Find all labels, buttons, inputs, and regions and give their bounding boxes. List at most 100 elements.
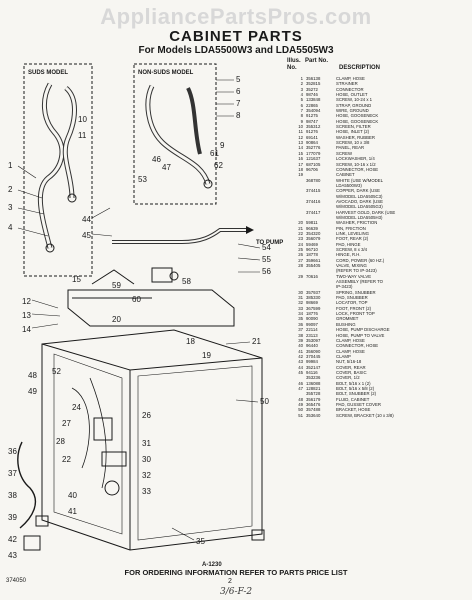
callout: 14 <box>22 325 31 334</box>
callout: 7 <box>236 99 241 108</box>
illus-number: 21 <box>298 225 303 231</box>
non-suds-model-label: NON-SUDS MODEL <box>138 70 194 76</box>
part-number: 353640 <box>306 412 321 418</box>
part-description: ASSEMBLY (REFER TO <box>336 279 383 285</box>
callout: 12 <box>22 297 31 306</box>
part-number: 23113 <box>306 332 318 338</box>
illus-number: 33 <box>298 305 303 311</box>
callout: 26 <box>142 411 151 420</box>
part-number: 98747 <box>306 118 318 124</box>
part-number: 133848 <box>306 97 321 103</box>
illus-number: 20 <box>298 220 303 226</box>
part-number: 365476 <box>306 401 321 407</box>
callout: 43 <box>8 551 17 560</box>
suds-model-label: SUDS MODEL <box>28 70 68 76</box>
callout: 20 <box>112 315 121 324</box>
illus-number: 5 <box>300 97 303 103</box>
illus-number: 27 <box>298 257 303 263</box>
part-description: (REFER TO IP-3423) <box>336 268 377 274</box>
callout: 37 <box>8 469 17 478</box>
illus-number: 40 <box>298 343 303 349</box>
illus-number: 50 <box>298 407 303 413</box>
callout: 39 <box>8 513 17 522</box>
parts-list-row: ASSEMBLY (REFER TO <box>287 279 469 284</box>
part-number: 355312 <box>306 124 321 130</box>
illus-number: 32 <box>298 300 303 306</box>
callout: 52 <box>52 367 61 376</box>
callout: 24 <box>72 403 81 412</box>
parts-list-row: W/MODEL LDA5505H3) <box>287 215 469 220</box>
description-header: DESCRIPTION <box>339 65 381 71</box>
part-number: 374415 <box>306 188 321 194</box>
illus-number: 35 <box>298 316 303 322</box>
part-description: CLAMP <box>336 353 351 359</box>
part-description: LOCK, FRONT TOP <box>336 311 375 317</box>
callout: 49 <box>28 387 37 396</box>
illus-number: 38 <box>298 332 303 338</box>
illus-number: 43 <box>298 359 303 365</box>
callout: 44 <box>82 215 91 224</box>
watermark: AppliancePartsPros.com <box>100 4 372 29</box>
callout: 28 <box>56 437 65 446</box>
illus-number: 16 <box>298 156 303 162</box>
part-description: CONNECTOR, HOSE <box>336 343 379 349</box>
part-number: 96710 <box>306 247 318 252</box>
part-description: SCREW, 8 x 3/4 <box>336 247 368 252</box>
illus-number: 26 <box>298 252 303 258</box>
illus-number: 42 <box>298 353 303 359</box>
part-number: 90864 <box>306 140 318 146</box>
callout: 38 <box>8 491 17 500</box>
part-description: CABINET <box>336 172 355 178</box>
illus-number: 22 <box>298 230 303 236</box>
illus-number: 1 <box>300 76 303 81</box>
part-description: WASHER, FRICTION <box>336 220 378 226</box>
part-description: LOCKWASHER, 1/4 <box>336 156 375 162</box>
illus-number: 49 <box>298 401 303 407</box>
illus-number: 3 <box>300 86 303 92</box>
part-number: 128821 <box>306 385 321 391</box>
illus-number: 19 <box>298 172 303 178</box>
part-description: BOLT, 5/16 x 1 (2) <box>336 380 371 386</box>
callout: 18 <box>186 337 195 346</box>
parts-list-row: LDA5500W3) <box>287 183 469 188</box>
part-number: 354094 <box>306 108 321 114</box>
part-number: 18776 <box>306 311 318 317</box>
part-description: SCREW, 10-16 x 1/2 <box>336 161 376 167</box>
part-description: HOSE, INLET (2) <box>336 129 370 135</box>
part-description: VALVE, MIXING <box>336 263 367 269</box>
part-description: COVER, 1/2 <box>336 375 360 381</box>
part-description: BUSHING <box>336 321 356 327</box>
illus-number: 46 <box>298 380 303 386</box>
part-number: 91275 <box>306 113 318 119</box>
rear-foot <box>35 515 49 527</box>
callout: 6 <box>236 87 241 96</box>
illus-number: 4 <box>300 92 303 98</box>
part-description: CLAMP, HOSE <box>336 76 365 81</box>
part-number: 356090 <box>306 348 321 354</box>
part-description: NUT, 5/16-18 <box>336 359 362 365</box>
part-description: COVER, REAR <box>336 364 366 370</box>
part-number: 22114 <box>306 327 318 333</box>
callout: 46 <box>152 155 161 164</box>
parts-list-row: (REFER TO IP-3423) <box>287 268 469 273</box>
pump-hose <box>112 228 246 244</box>
part-number: 357937 <box>306 289 321 295</box>
illus-number: 36 <box>298 321 303 327</box>
